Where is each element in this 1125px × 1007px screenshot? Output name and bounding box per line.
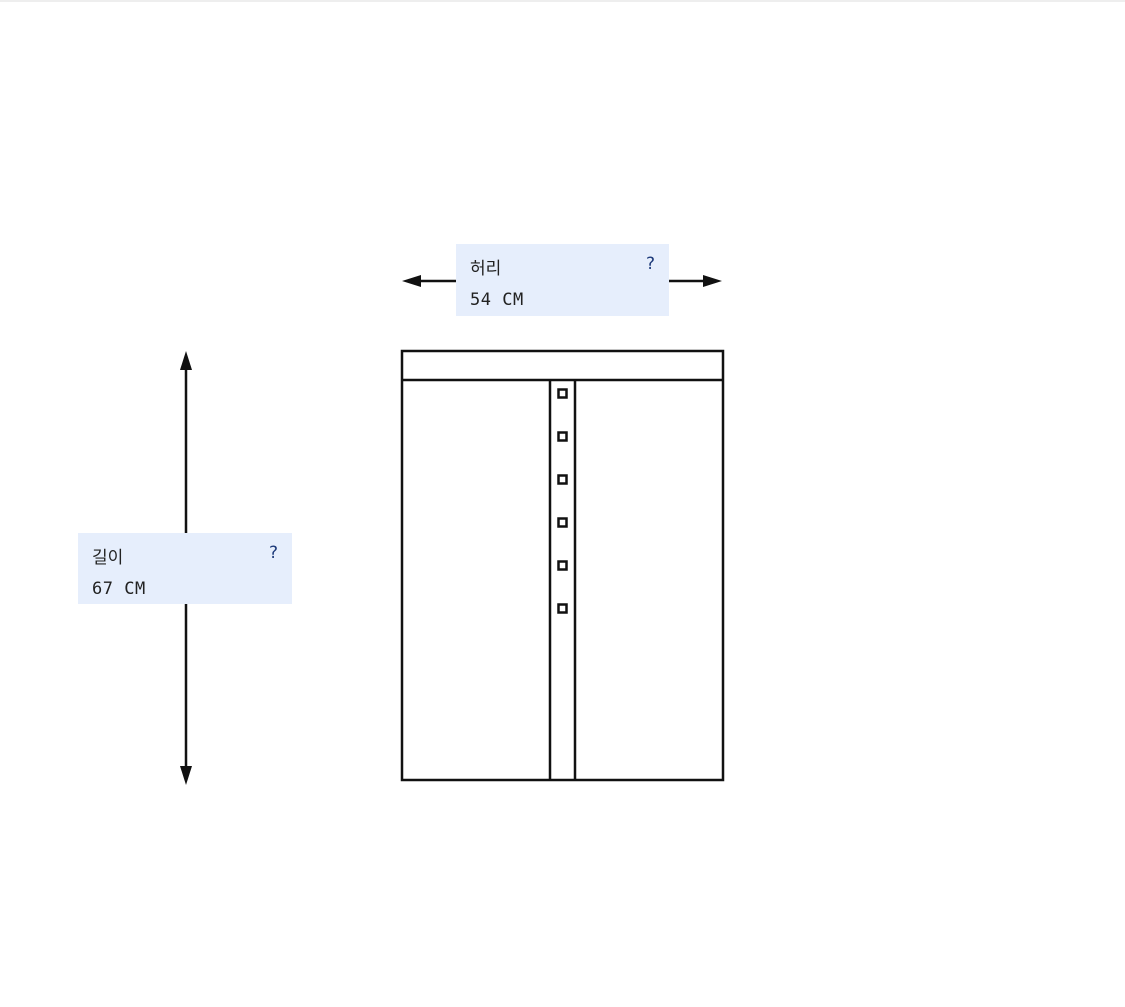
skirt-body xyxy=(400,349,725,782)
length-arrow-bottom xyxy=(180,604,192,785)
waist-arrow-right xyxy=(669,275,722,287)
skirt-button xyxy=(557,560,568,571)
skirt-button xyxy=(557,474,568,485)
length-value: 67 CM xyxy=(92,579,146,599)
skirt-outline xyxy=(400,349,725,782)
skirt-button xyxy=(557,603,568,614)
skirt-button xyxy=(557,517,568,528)
waist-measure-box: 허리 ? 54 CM xyxy=(456,244,669,316)
waist-arrow-left xyxy=(402,275,456,287)
waist-label: 허리 xyxy=(470,259,502,279)
top-divider xyxy=(0,0,1125,2)
waist-help-icon[interactable]: ? xyxy=(645,254,655,274)
length-label: 길이 xyxy=(92,548,124,568)
skirt-button xyxy=(557,431,568,442)
length-help-icon[interactable]: ? xyxy=(268,543,278,563)
waist-value: 54 CM xyxy=(470,290,524,310)
length-measure-box: 길이 ? 67 CM xyxy=(78,533,292,604)
skirt-buttons xyxy=(557,388,568,614)
skirt-button xyxy=(557,388,568,399)
length-arrow-top xyxy=(180,351,192,533)
